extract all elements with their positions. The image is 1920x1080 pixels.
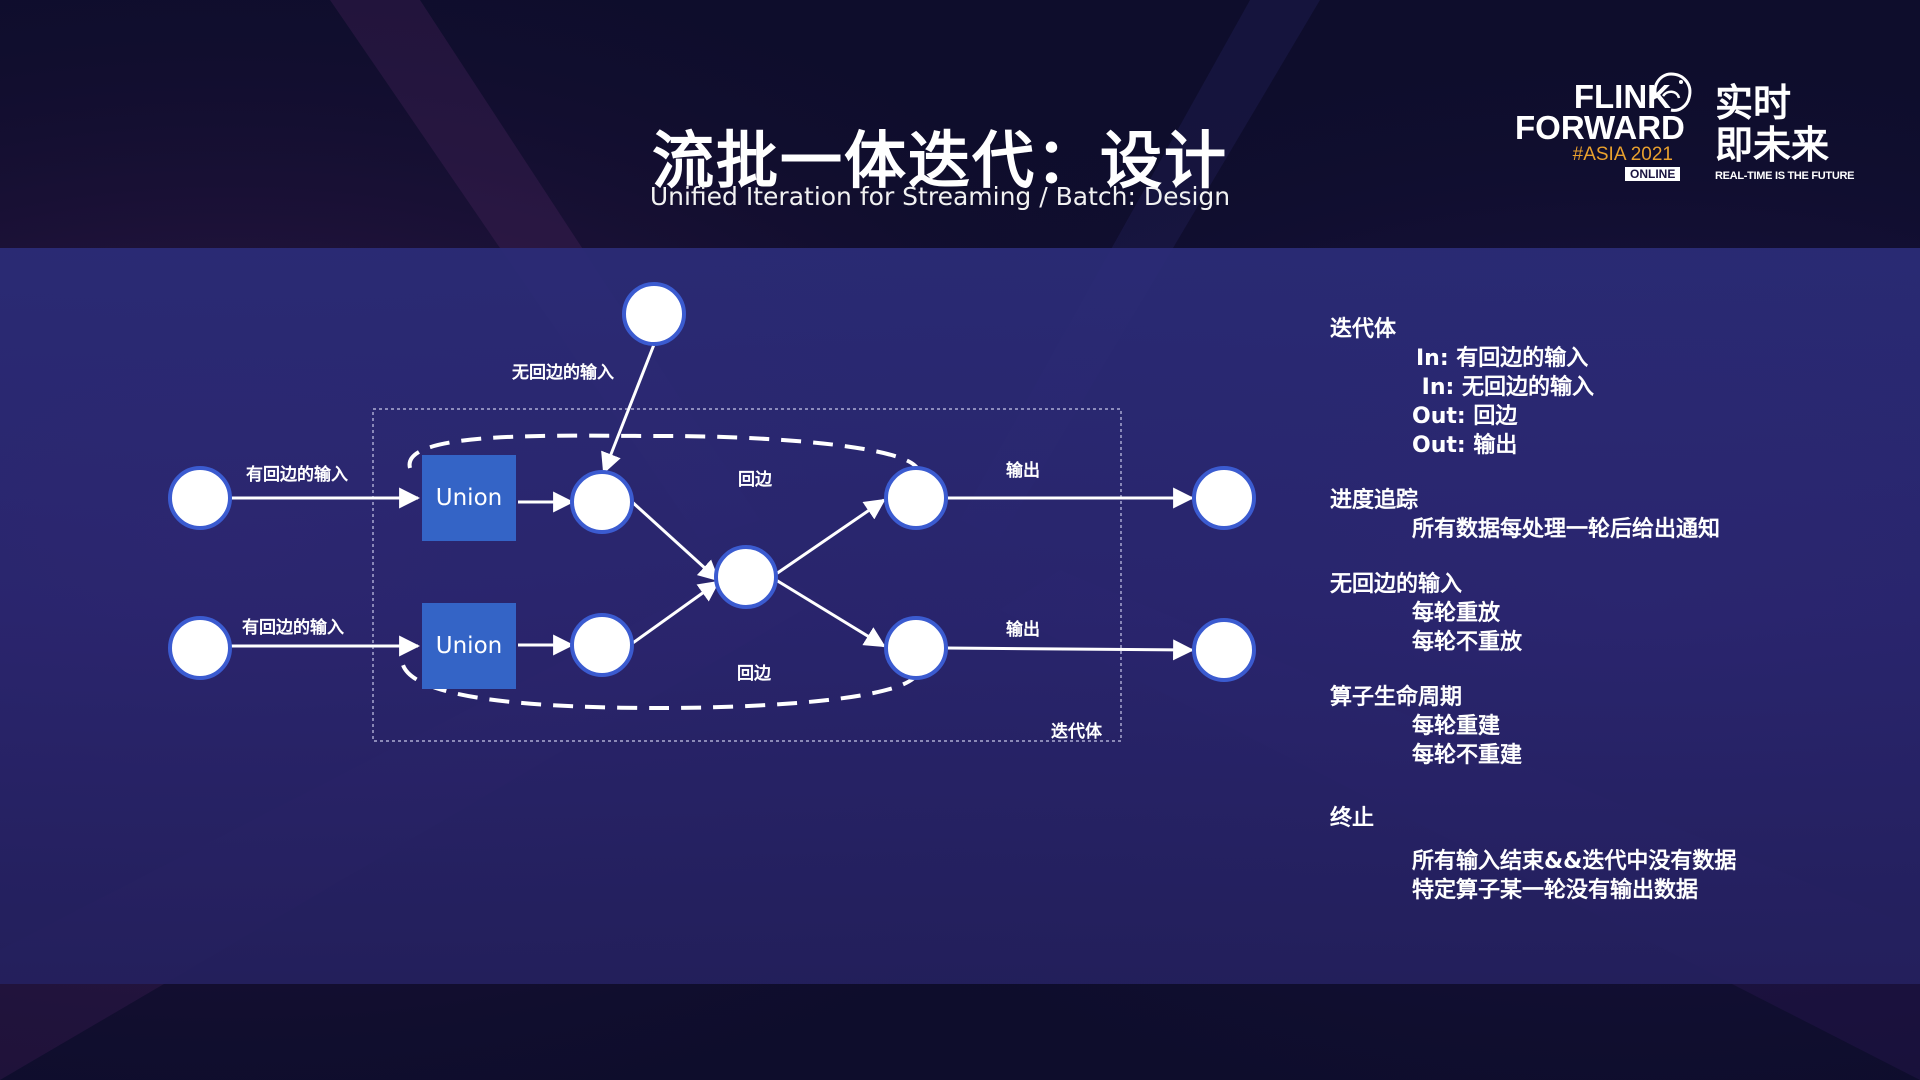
section-item: 每轮不重放	[1412, 630, 1523, 655]
output-node-bottom	[1192, 618, 1256, 682]
section-item: 特定算子某一轮没有输出数据	[1412, 878, 1699, 903]
section-item: 所有数据每处理一轮后给出通知	[1412, 517, 1721, 542]
section-item: 所有输入结束&&迭代中没有数据	[1412, 849, 1737, 874]
section-item: Out: 回边	[1412, 404, 1518, 429]
input-node-top	[168, 466, 232, 530]
input-label-bottom: 有回边的输入	[242, 618, 344, 638]
section-heading: 终止	[1330, 806, 1375, 831]
notes-section-progress-tracking: 进度追踪 所有数据每处理一轮后给出通知	[1330, 486, 1890, 544]
section-heading: 进度追踪	[1330, 488, 1419, 513]
edge-bottom-to-center	[629, 580, 720, 647]
section-item: 每轮重建	[1412, 714, 1501, 739]
squirrel-icon	[1653, 72, 1692, 112]
section-item: Out: 输出	[1412, 433, 1518, 458]
operator-node-top	[570, 470, 634, 534]
section-heading: 迭代体	[1330, 317, 1397, 342]
iteration-body-label: 迭代体	[1051, 722, 1102, 742]
logo-tagline: REAL-TIME IS THE FUTURE	[1715, 170, 1855, 182]
logo-online-badge: ONLINE	[1625, 167, 1681, 181]
feedback-label-bottom: 回边	[737, 664, 771, 684]
input-label-top: 有回边的输入	[246, 465, 348, 485]
realtime-logo: 实时 即未来 REAL-TIME IS THE FUTURE	[1715, 82, 1854, 182]
operator-node-bottom-right	[884, 616, 948, 680]
design-notes: 迭代体 In: 有回边的输入 In: 无回边的输入 Out: 回边 Out: 输…	[1330, 315, 1890, 931]
logo-asia-2021: #ASIA 2021	[1572, 144, 1673, 165]
notes-section-iteration-body: 迭代体 In: 有回边的输入 In: 无回边的输入 Out: 回边 Out: 输…	[1330, 315, 1890, 460]
union-operator-bottom: Union	[422, 603, 516, 689]
union-operator-top: Union	[422, 455, 516, 541]
operator-node-bottom	[570, 613, 634, 677]
logo-cn-line2: 即未来	[1715, 123, 1830, 167]
no-feedback-input-label: 无回边的输入	[512, 363, 614, 383]
section-heading: 算子生命周期	[1330, 685, 1463, 710]
feedback-loop-top	[407, 433, 920, 473]
section-item: 每轮重放	[1412, 601, 1501, 626]
output-node-top	[1192, 466, 1256, 530]
no-feedback-input-node	[622, 282, 686, 346]
flink-forward-logo: FLINK FORWARD #ASIA 2021 ONLINE	[1515, 72, 1695, 181]
section-item: 每轮不重建	[1412, 743, 1523, 768]
feedback-label-top: 回边	[738, 470, 772, 490]
edge-center-to-top	[775, 498, 886, 576]
operator-node-center	[714, 545, 778, 609]
logo-cn-line1: 实时	[1715, 81, 1792, 125]
operator-node-top-right	[884, 466, 948, 530]
input-node-bottom	[168, 616, 232, 680]
slide-title: 流批一体迭代：设计	[651, 124, 1228, 197]
iteration-body-frame	[372, 408, 1122, 742]
logo-forward: FORWARD	[1515, 109, 1685, 146]
section-item: In: 无回边的输入	[1414, 375, 1594, 400]
edge-no-feedback-input	[601, 341, 657, 474]
output-label-bottom: 输出	[1006, 620, 1040, 640]
slide-subtitle: Unified Iteration for Streaming / Batch:…	[649, 182, 1231, 211]
edge-top-to-center	[628, 498, 720, 582]
notes-section-operator-lifecycle: 算子生命周期 每轮重建 每轮不重建	[1330, 683, 1890, 770]
edge-center-to-bottom	[775, 578, 886, 648]
notes-section-no-feedback-input: 无回边的输入 每轮重放 每轮不重放	[1330, 570, 1890, 657]
edge-output-bottom	[945, 639, 1195, 661]
output-label-top: 输出	[1006, 461, 1040, 481]
section-item: In: 有回边的输入	[1416, 346, 1589, 371]
notes-section-termination: 终止 所有输入结束&&迭代中没有数据 特定算子某一轮没有输出数据	[1330, 804, 1890, 905]
section-heading: 无回边的输入	[1330, 572, 1463, 597]
